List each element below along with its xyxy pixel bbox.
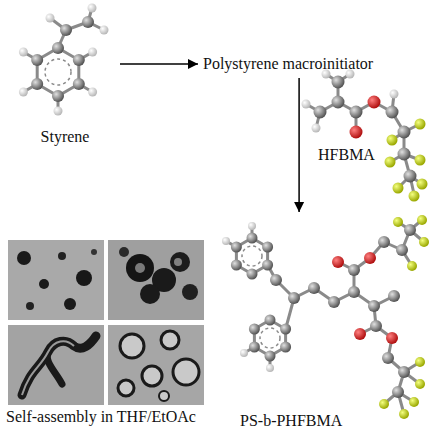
arrow-head (294, 202, 304, 212)
node-label: Polystyrene macroinitiator (203, 55, 373, 73)
node-label: Styrene (41, 128, 90, 146)
molecule-node: Styrene (10, 2, 120, 148)
hfbma-atoms (302, 70, 428, 202)
reaction-arrow (294, 78, 304, 212)
reaction-arrow (120, 59, 198, 69)
molecule-node: PS-b-PHFBMA (222, 212, 430, 432)
molecule-node: Polystyrene macroinitiator (200, 52, 376, 76)
hfbma-molecule (306, 74, 422, 194)
styrene-molecule (23, 8, 104, 110)
tem-images (8, 240, 204, 405)
node-label: PS-b-PHFBMA (240, 412, 342, 430)
copolymer-atoms (222, 215, 429, 419)
copolymer-molecule (226, 220, 424, 414)
arrow-line (120, 63, 198, 65)
arrow-line (298, 78, 300, 212)
reagent-label: HFBMA (318, 146, 375, 164)
arrow-head (188, 59, 198, 69)
styrene-atoms (19, 4, 109, 116)
caption-label: Self-assembly in THF/EtOAc (6, 408, 196, 426)
